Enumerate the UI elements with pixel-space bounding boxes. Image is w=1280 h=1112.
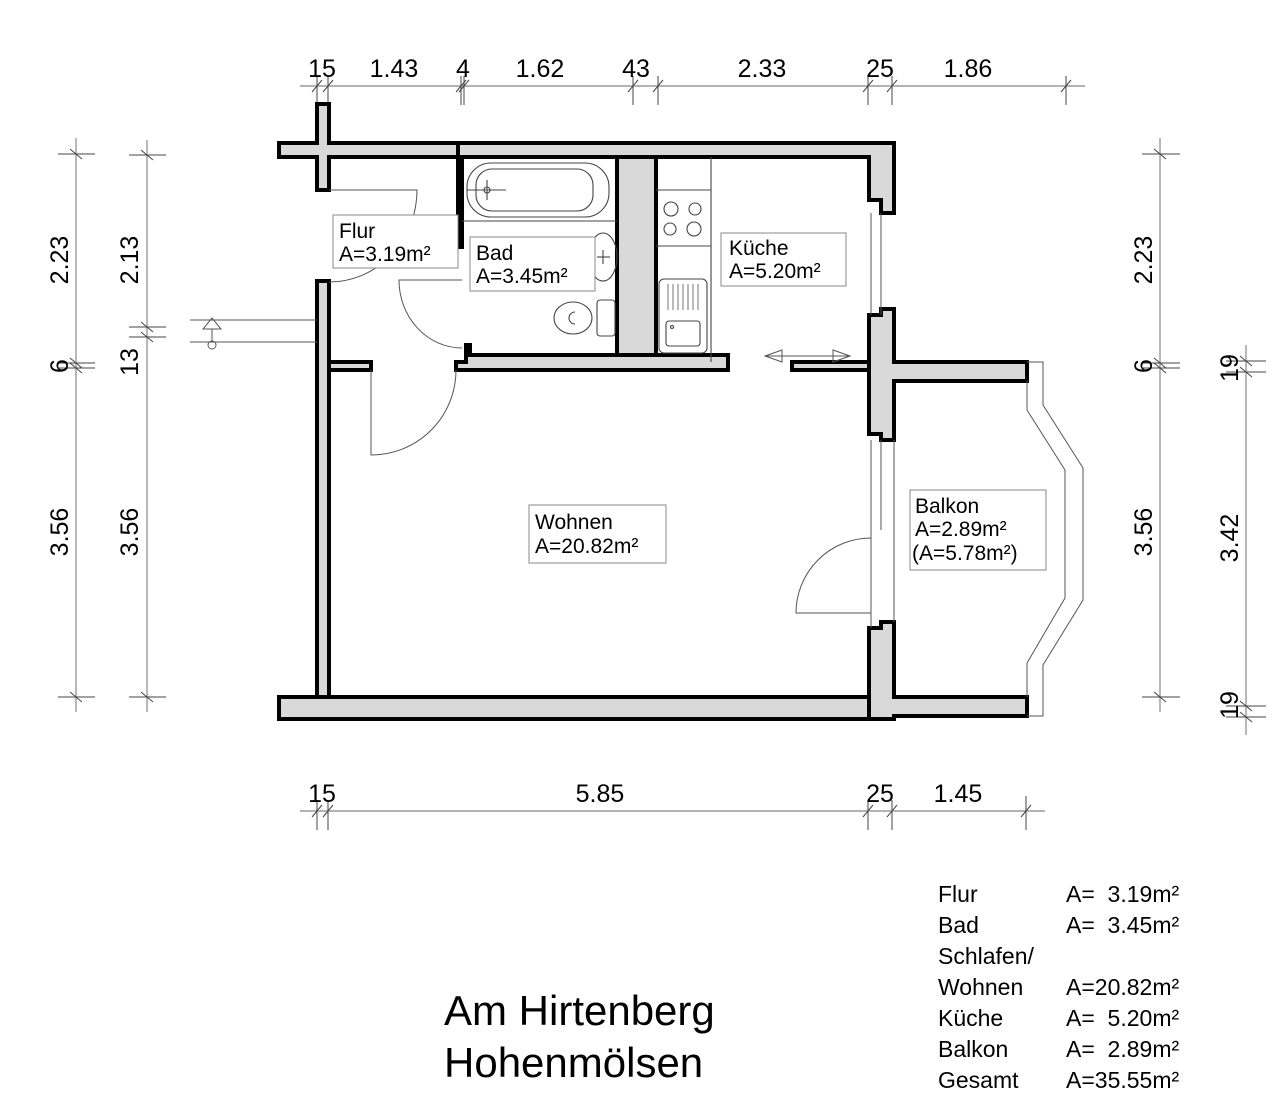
summary-area: A= 3.45m² — [1066, 912, 1180, 938]
dimension-chain-bottom: 15 5.85 25 1.45 — [300, 780, 1045, 830]
summary-row-total: Gesamt A=35.55m² — [938, 1065, 1179, 1096]
bathtub-icon — [466, 162, 610, 218]
room-area-balkon: A=2.89m² — [915, 518, 1007, 541]
summary-row: Flur A= 3.19m² — [938, 879, 1179, 910]
summary-room: Balkon — [938, 1036, 1009, 1062]
wall-entrance-cross — [277, 102, 460, 192]
dimension-chain-right-inner: 19 3.42 19 — [1216, 345, 1266, 735]
dim-top-7: 1.86 — [944, 55, 993, 83]
door-living-swing — [370, 369, 457, 456]
dim-right-inner-2: 19 — [1216, 691, 1244, 719]
window-kitchen — [870, 213, 882, 315]
dim-right-outer-1: 6 — [1130, 359, 1158, 373]
wall-east-cross — [867, 307, 1029, 442]
dim-top-1: 1.43 — [370, 55, 419, 83]
dim-top-4: 43 — [622, 55, 650, 83]
summary-row: Bad A= 3.45m² — [938, 910, 1179, 941]
balcony-railing — [1026, 361, 1084, 717]
dim-top-5: 2.33 — [738, 55, 787, 83]
wall-bath-kitchen-partition — [615, 155, 658, 365]
summary-area: A= 3.19m² — [1066, 881, 1180, 907]
dim-right-inner-0: 19 — [1216, 354, 1244, 382]
dim-bottom-2: 25 — [866, 780, 894, 808]
room-label-balkon: Balkon A=2.89m² (A=5.78m²) — [909, 489, 1047, 571]
room-label-flur: Flur A=3.19m² — [332, 214, 459, 269]
summary-area: A= 2.89m² — [1066, 1036, 1180, 1062]
dim-bottom-0: 15 — [308, 780, 336, 808]
room-name-balkon: Balkon — [915, 495, 979, 518]
summary-area: A=35.55m² — [1066, 1067, 1180, 1093]
summary-row: Wohnen A=20.82m² — [938, 972, 1179, 1003]
dim-right-inner-1: 3.42 — [1216, 514, 1244, 563]
dim-bottom-1: 5.85 — [576, 780, 625, 808]
room-name-wohnen: Wohnen — [535, 511, 613, 534]
wall-bottom — [277, 695, 871, 721]
room-area-kueche: A=5.20m² — [729, 260, 821, 283]
dim-left-inner-2: 3.56 — [116, 508, 144, 557]
dim-top-6: 25 — [866, 55, 894, 83]
walls — [277, 102, 1029, 721]
sink-icon — [658, 278, 708, 354]
summary-area: A= 5.20m² — [1066, 1005, 1180, 1031]
plan-title-city: Hohenmölsen — [444, 1039, 704, 1086]
dim-left-outer-2: 3.56 — [46, 508, 74, 557]
summary-row: Balkon A= 2.89m² — [938, 1034, 1179, 1065]
dimension-chain-top: 15 1.43 4 1.62 43 2.33 25 1.86 — [300, 55, 1085, 105]
summary-row: Küche A= 5.20m² — [938, 1003, 1179, 1034]
plan-title-street: Am Hirtenberg — [444, 987, 715, 1034]
room-area-bad: A=3.45m² — [476, 265, 568, 288]
toilet-icon — [553, 299, 616, 337]
doors[interactable] — [328, 189, 872, 614]
summary-room: Flur — [938, 881, 978, 907]
summary-room: Bad — [938, 912, 979, 938]
dim-right-outer-2: 3.56 — [1130, 508, 1158, 557]
door-bath-swing — [398, 279, 463, 349]
wall-bath-bottom — [454, 343, 730, 372]
room-label-wohnen: Wohnen A=20.82m² — [528, 504, 667, 564]
dim-top-3: 1.62 — [516, 55, 565, 83]
dimension-chain-left-inner: 2.13 13 3.56 — [116, 140, 166, 712]
summary-room: Wohnen — [938, 974, 1024, 1000]
room-label-bad: Bad A=3.45m² — [469, 236, 596, 292]
area-summary-table: Flur A= 3.19m² Bad A= 3.45m² Schlafen/ Woh… — [938, 879, 1179, 1096]
kitchen-counter — [656, 157, 712, 362]
dim-right-outer-0: 2.23 — [1130, 236, 1158, 285]
dim-left-inner-0: 2.13 — [116, 236, 144, 285]
window-balcony — [870, 440, 895, 628]
dim-top-0: 15 — [308, 55, 336, 83]
room-name-flur: Flur — [339, 220, 375, 243]
summary-row: Schlafen/ — [938, 941, 1179, 972]
dimension-chain-left-outer: 2.23 6 3.56 — [46, 138, 95, 712]
dim-left-outer-0: 2.23 — [46, 236, 74, 285]
wall-left-outer — [315, 279, 331, 699]
stove-icon — [663, 201, 702, 237]
room-name-kueche: Küche — [729, 237, 789, 260]
entrance-marker — [190, 317, 317, 350]
dim-bottom-3: 1.45 — [934, 780, 983, 808]
summary-room: Küche — [938, 1005, 1004, 1031]
room-area-flur: A=3.19m² — [339, 243, 431, 266]
dim-left-outer-1: 6 — [46, 359, 74, 373]
room-name-bad: Bad — [476, 242, 513, 265]
summary-room: Gesamt — [938, 1067, 1019, 1093]
room-area-full-balkon: (A=5.78m²) — [912, 542, 1018, 565]
wall-corridor-stub — [327, 360, 373, 372]
plan-title: Am Hirtenberg Hohenmölsen — [444, 985, 715, 1089]
summary-area: A=20.82m² — [1066, 974, 1180, 1000]
dim-left-inner-1: 13 — [116, 348, 144, 376]
summary-room: Schlafen/ — [938, 943, 1034, 969]
sliding-door-arrow — [763, 349, 852, 363]
dimension-chain-right-outer: 2.23 6 3.56 — [1130, 138, 1180, 712]
room-label-kueche: Küche A=5.20m² — [720, 232, 847, 287]
wall-east-lower — [867, 620, 1029, 721]
room-area-wohnen: A=20.82m² — [535, 535, 638, 558]
wall-kitchen-bottom-right — [790, 360, 871, 372]
dim-top-2: 4 — [456, 55, 470, 83]
door-balcony-swing — [795, 537, 872, 614]
